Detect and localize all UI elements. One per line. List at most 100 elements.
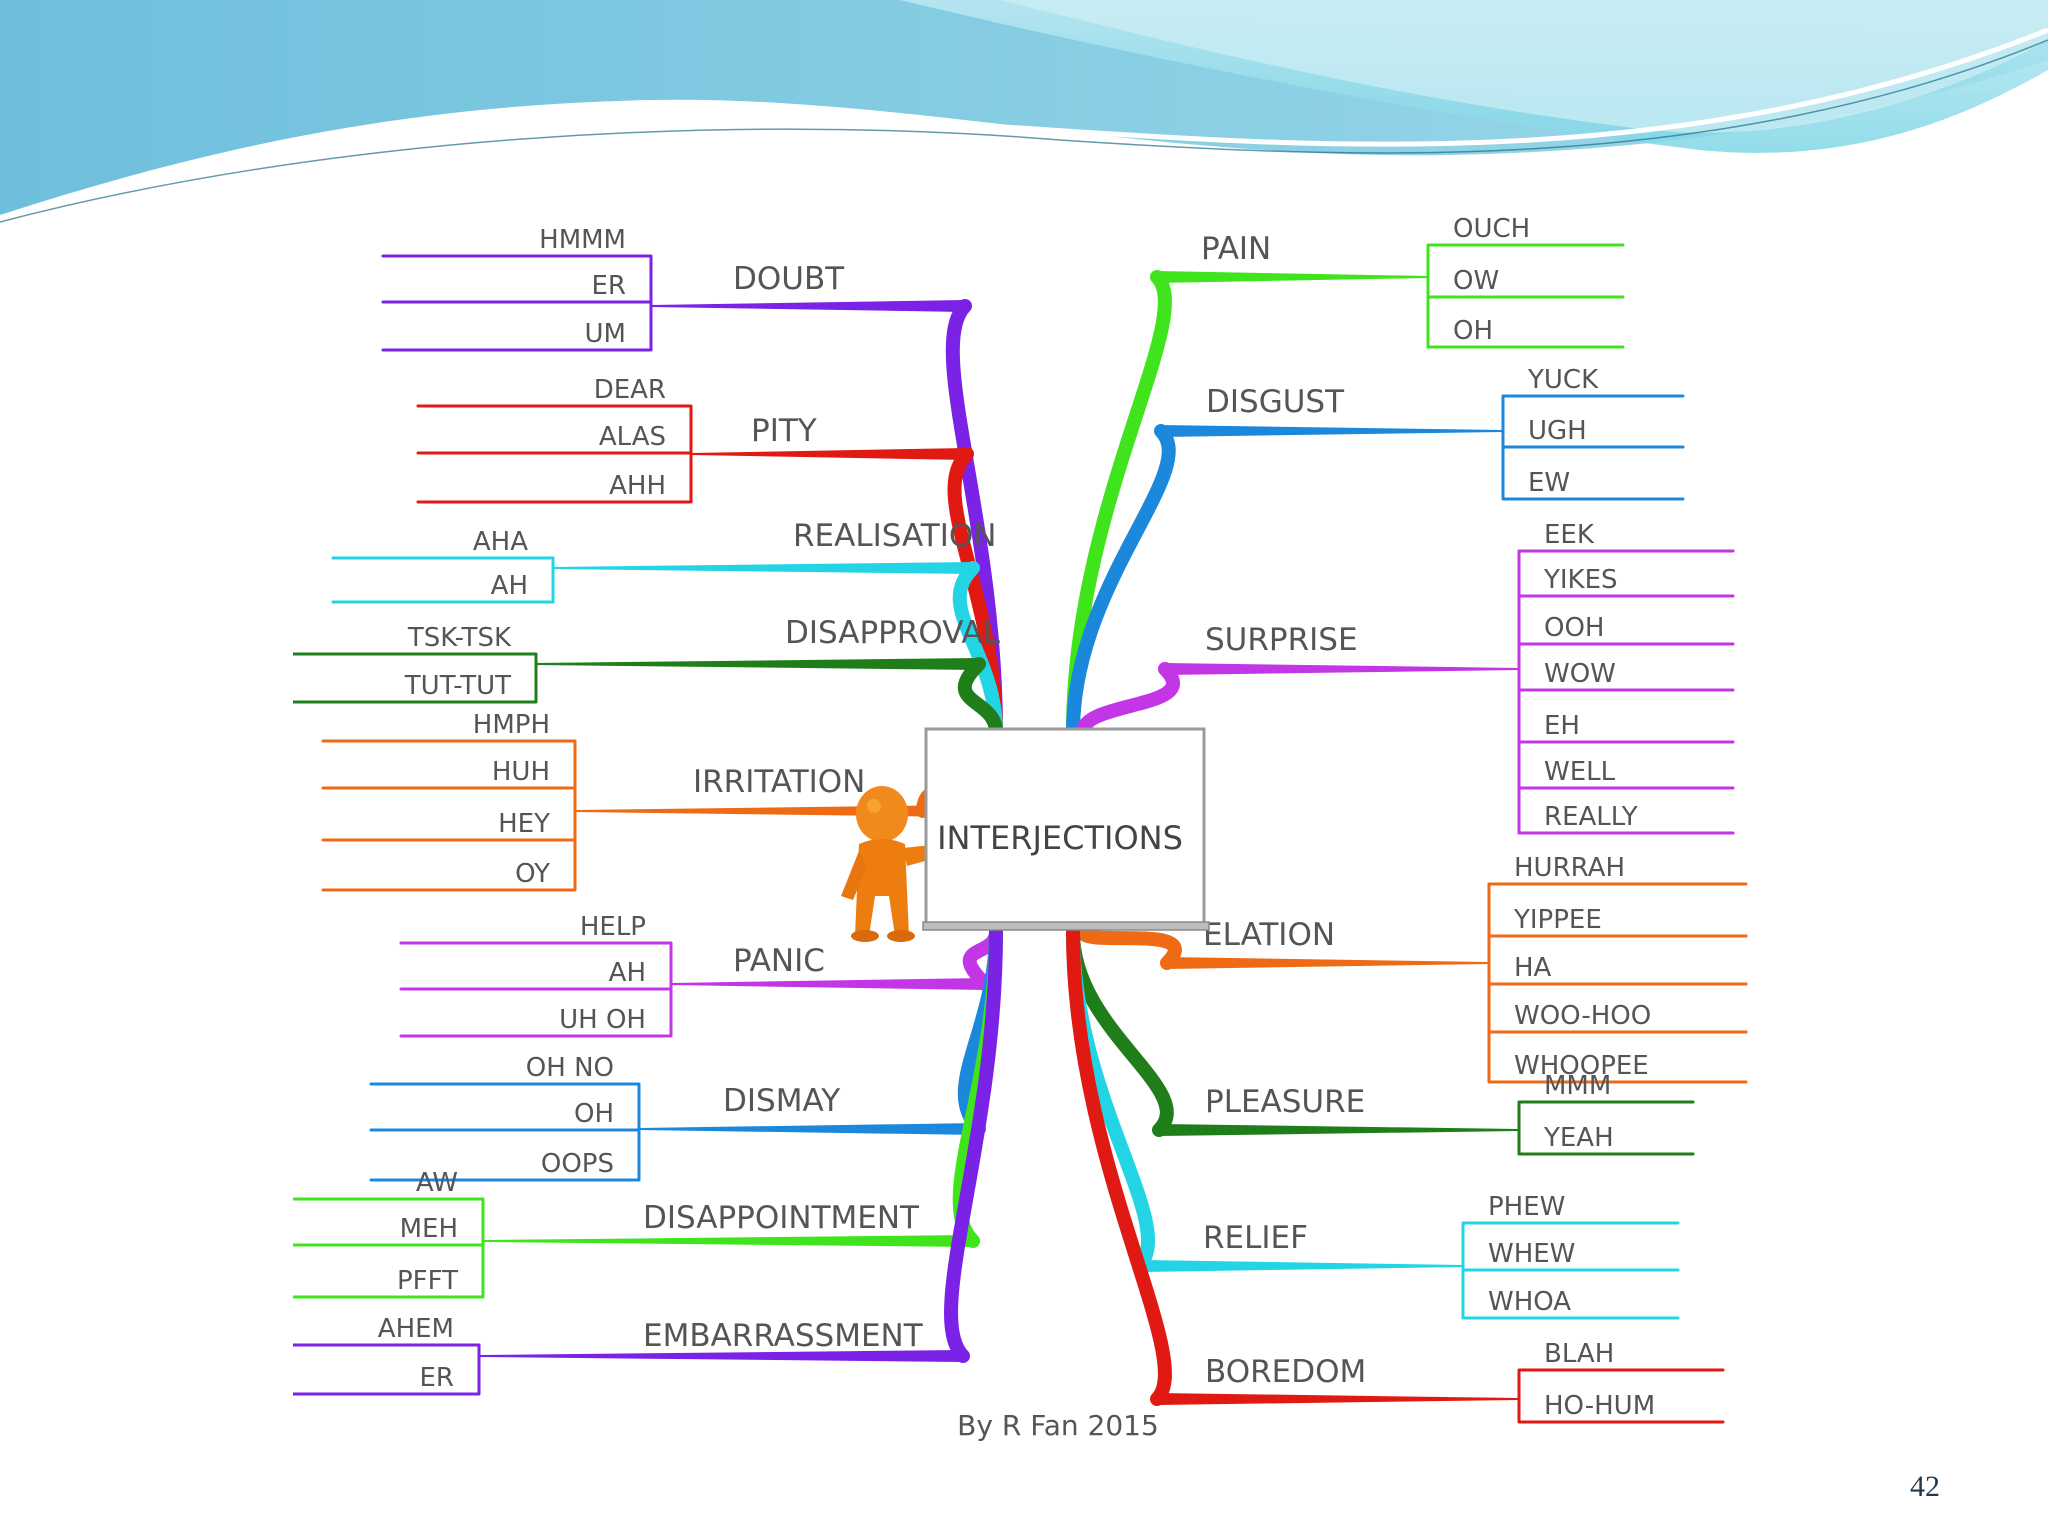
branch-trunk — [944, 925, 1003, 1363]
interjection-word: UH OH — [559, 1005, 646, 1035]
category-label: PLEASURE — [1205, 1084, 1365, 1120]
category-label: DISAPPOINTMENT — [643, 1200, 920, 1236]
interjection-word: AHEM — [378, 1314, 454, 1344]
interjection-word: TSK-TSK — [407, 623, 512, 653]
interjection-word: AH — [491, 571, 528, 601]
branch-pleasure: PLEASURE MMM YEAH — [1066, 925, 1695, 1156]
category-label: EMBARRASSMENT — [643, 1318, 924, 1354]
interjection-word: MEH — [400, 1214, 458, 1244]
interjection-word: AHA — [473, 527, 528, 557]
mind-map: DOUBTHMMMERUMPITYDEARALASAHHREALISATIONA… — [293, 214, 1748, 1442]
branch-trunk — [952, 561, 1003, 739]
branch-line — [1157, 1393, 1519, 1405]
category-label: DISMAY — [723, 1083, 840, 1119]
interjection-word: WHEW — [1488, 1239, 1575, 1269]
interjection-word: OH — [574, 1099, 614, 1129]
category-label: IRRITATION — [693, 764, 865, 800]
branch-line — [536, 658, 979, 670]
branch-trunk — [1066, 424, 1176, 739]
branch-line — [1165, 663, 1519, 675]
category-label: DISAPPROVAL — [785, 615, 1001, 651]
interjection-word: OH NO — [526, 1053, 614, 1083]
branch-line — [691, 448, 967, 460]
branch-trunk — [957, 657, 1003, 739]
branch-line — [1157, 271, 1428, 283]
interjection-word: OW — [1453, 266, 1499, 296]
branch-pain: PAIN OUCH OW OH — [1066, 214, 1625, 739]
interjection-word: AW — [416, 1168, 458, 1198]
interjection-word: TUT-TUT — [404, 671, 511, 701]
branch-line — [1139, 1260, 1463, 1272]
branch-line — [1167, 957, 1489, 969]
interjection-word: HA — [1514, 953, 1552, 983]
branch-line — [651, 300, 965, 312]
interjection-word: UM — [585, 319, 626, 349]
branch-trunk — [1066, 270, 1172, 739]
interjection-word: OH — [1453, 316, 1493, 346]
category-label: REALISATION — [793, 518, 996, 554]
interjection-word: WHOOPEE — [1514, 1051, 1649, 1081]
interjection-word: OUCH — [1453, 214, 1530, 244]
interjection-word: HELP — [580, 912, 646, 942]
branch-disapproval: DISAPPROVAL TSK-TSK TUT-TUT — [293, 615, 1003, 739]
interjection-word: WOW — [1544, 659, 1616, 689]
category-label: ELATION — [1203, 917, 1335, 953]
interjection-word: HURRAH — [1514, 853, 1625, 883]
branch-line — [639, 1123, 979, 1135]
interjection-word: HMPH — [473, 710, 550, 740]
whiteboard: INTERJECTIONS — [922, 727, 1210, 931]
interjection-word: WELL — [1544, 757, 1616, 787]
interjection-word: BLAH — [1544, 1339, 1614, 1369]
interjection-word: YIPPEE — [1513, 905, 1602, 935]
interjection-word: OOH — [1544, 613, 1604, 643]
interjection-word: EH — [1544, 711, 1580, 741]
header-wave-banner — [0, 0, 2048, 231]
page-number: 42 — [1910, 1470, 1940, 1503]
interjection-word: AHH — [609, 471, 666, 501]
interjection-word: PHEW — [1488, 1192, 1565, 1222]
center-topic-label: INTERJECTIONS — [937, 819, 1183, 857]
interjection-word: OOPS — [541, 1149, 614, 1179]
interjection-word: YUCK — [1527, 365, 1599, 395]
branch-boredom: BOREDOM BLAH HO-HUM — [1066, 925, 1725, 1424]
interjection-word: REALLY — [1544, 802, 1638, 832]
interjection-word: OY — [515, 859, 550, 889]
interjection-word: ALAS — [599, 422, 666, 452]
branch-realisation: REALISATION AHA AH — [331, 518, 1003, 739]
interjection-word: ER — [592, 271, 627, 301]
interjection-word: DEAR — [594, 375, 666, 405]
category-label: DISGUST — [1206, 384, 1345, 420]
branch-line — [553, 562, 973, 574]
interjection-word: YIKES — [1543, 565, 1618, 595]
interjection-word: MMM — [1544, 1071, 1611, 1101]
interjection-word: HUH — [492, 757, 550, 787]
interjection-word: PFFT — [397, 1266, 458, 1296]
category-label: PAIN — [1201, 231, 1271, 267]
branch-dismay: DISMAY OH NO OH OOPS — [369, 925, 1003, 1182]
branch-trunk — [1076, 925, 1182, 970]
category-label: SURPRISE — [1205, 622, 1358, 658]
branch-embarrassment: EMBARRASSMENT AHEM ER — [293, 925, 1003, 1396]
branch-trunk — [1066, 925, 1172, 1406]
interjection-word: ER — [420, 1363, 455, 1393]
category-label: DOUBT — [733, 261, 845, 297]
category-label: BOREDOM — [1205, 1354, 1366, 1390]
branch-disappointment: DISAPPOINTMENT AW MEH PFFT — [293, 925, 1003, 1299]
interjection-word: EW — [1528, 468, 1570, 498]
interjection-word: HO-HUM — [1544, 1391, 1655, 1421]
branch-surprise: SURPRISE EEK YIKES OOH WOW EH WELL REALLY — [1076, 520, 1735, 835]
category-label: RELIEF — [1203, 1220, 1308, 1256]
interjection-word: HEY — [498, 809, 550, 839]
interjection-word: WHOA — [1488, 1287, 1571, 1317]
interjection-word: AH — [609, 958, 646, 988]
branch-trunk — [1076, 662, 1180, 739]
interjection-word: EEK — [1544, 520, 1595, 550]
branch-line — [479, 1350, 963, 1362]
branch-line — [1159, 1124, 1519, 1136]
interjection-word: YEAH — [1543, 1123, 1614, 1153]
